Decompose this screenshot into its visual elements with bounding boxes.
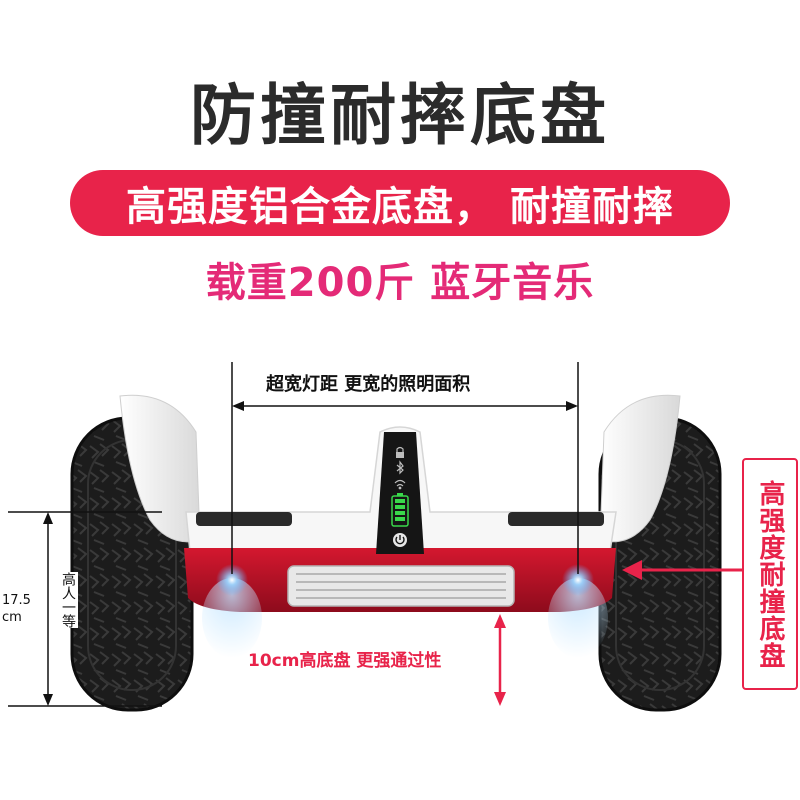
right-fender xyxy=(599,394,681,543)
height-number: 17.5 xyxy=(2,593,31,608)
person-height-label: 高人一等 xyxy=(58,572,78,628)
height-dimension xyxy=(8,511,162,707)
right-headlight xyxy=(562,564,594,596)
light-span-dimension xyxy=(231,362,579,574)
height-unit: cm xyxy=(2,610,22,625)
feature-banner: 高强度铝合金底盘， 耐撞耐摔 xyxy=(70,170,730,236)
light-span-label: 超宽灯距 更宽的照明面积 xyxy=(262,370,475,396)
lock-icon xyxy=(396,446,404,458)
side-pointer-arrow xyxy=(622,560,742,580)
battery-icon xyxy=(391,493,409,527)
left-footpad xyxy=(196,512,292,526)
right-light-beam xyxy=(548,578,608,658)
power-icon xyxy=(393,533,407,547)
front-grille xyxy=(287,565,515,607)
bluetooth-icon xyxy=(396,460,404,475)
side-label-text: 高强度耐撞底盘 xyxy=(755,479,785,669)
height-value: 17.5 cm xyxy=(2,592,31,626)
features-line: 载重200斤 蓝牙音乐 xyxy=(205,260,595,306)
right-footpad xyxy=(508,512,604,526)
left-light-beam xyxy=(202,578,262,658)
clearance-label: 10cm高底盘 更强通过性 xyxy=(248,651,442,671)
side-label-box: 高强度耐撞底盘 xyxy=(742,458,798,690)
left-fender xyxy=(119,394,201,543)
banner-text: 高强度铝合金底盘， 耐撞耐摔 xyxy=(126,184,674,230)
page-title: 防撞耐摔底盘 xyxy=(190,77,610,154)
wifi-icon xyxy=(394,479,406,490)
left-headlight xyxy=(216,564,248,596)
clearance-dimension xyxy=(494,614,506,706)
